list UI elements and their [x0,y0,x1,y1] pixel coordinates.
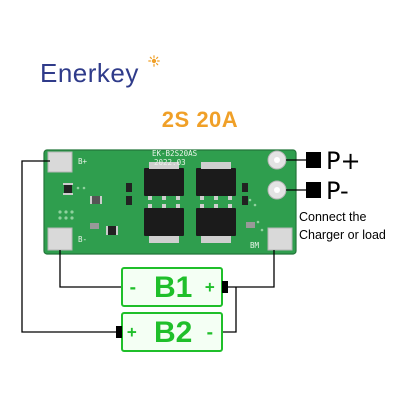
pcb-vias [58,186,264,232]
board-date: 2022.03 [154,158,186,167]
cell-b2-positive: + [127,322,137,341]
mosfet-array [144,162,236,243]
product-title: 2S 20A [161,107,239,132]
pad-b-plus-label: B+ [78,157,88,166]
pad-b-plus [47,151,73,173]
brand-logo: Enerkey [40,55,160,89]
cell-b1-positive: + [205,277,215,296]
cell-b2-negative: - [205,323,215,342]
smd-components [63,183,255,235]
p-plus-label: P+ [326,147,361,175]
pad-bm-label: BM [250,241,260,250]
cell-b2-terminal [116,326,122,338]
brand-name: Enerkey [40,58,139,88]
pad-b-minus-label: B- [78,235,88,244]
wires [21,160,275,333]
cell-b2-label: B2 [154,316,193,349]
pad-b-minus [47,227,73,251]
output-note-line2: Charger or load [299,228,386,242]
p-minus-label: P- [326,177,349,205]
sun-spark-icon [148,55,160,67]
output-note-line1: Connect the [299,210,367,224]
cell-b1-negative: - [128,278,138,297]
output-note: Connect the Charger or load [299,208,386,244]
pad-bm [267,227,293,251]
cell-b1-terminal [222,281,228,293]
cell-b1-label: B1 [154,271,193,304]
board-model: EK-B2S20AS [152,149,198,158]
